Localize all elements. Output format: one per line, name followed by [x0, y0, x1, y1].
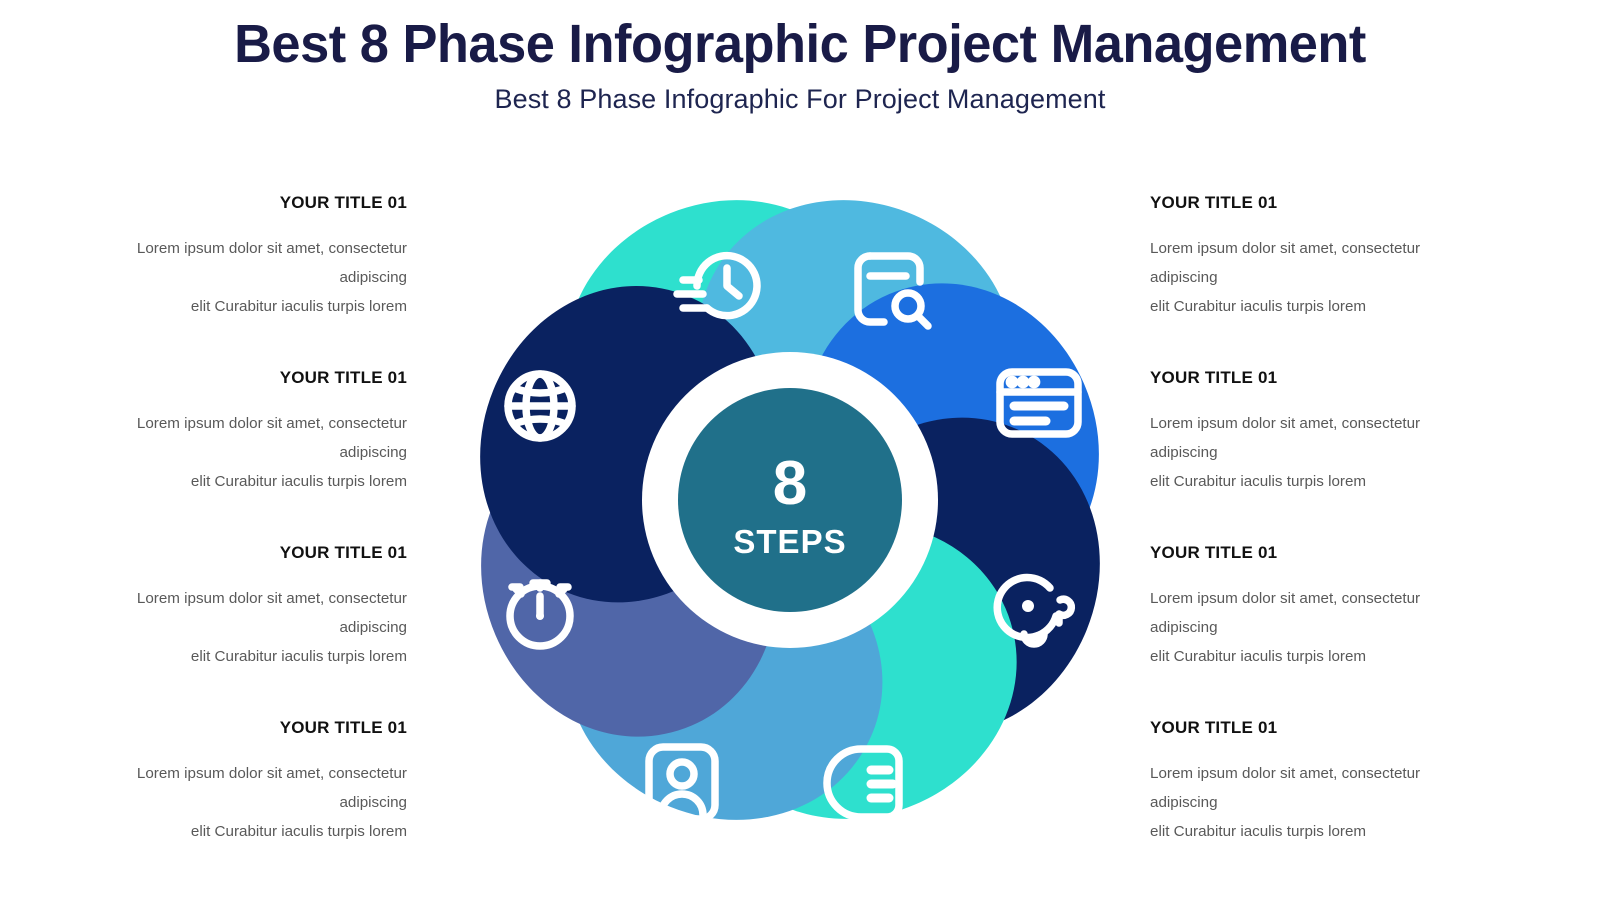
headset-support-icon — [993, 573, 1076, 648]
text-block-left-4[interactable]: YOUR TITLE 01 Lorem ipsum dolor sit amet… — [77, 718, 407, 847]
block-title: YOUR TITLE 01 — [279, 368, 407, 387]
block-title: YOUR TITLE 01 — [1150, 193, 1278, 212]
desc-line-2: elit Curabitur iaculis turpis lorem — [1150, 647, 1367, 665]
block-description: Lorem ipsum dolor sit amet, consectetur … — [1150, 410, 1480, 497]
block-description: Lorem ipsum dolor sit amet, consectetur … — [77, 235, 407, 322]
desc-line-2: elit Curabitur iaculis turpis lorem — [190, 822, 407, 840]
desc-line-2: elit Curabitur iaculis turpis lorem — [1150, 297, 1367, 315]
desc-line-2: elit Curabitur iaculis turpis lorem — [1150, 472, 1367, 490]
stopwatch-icon — [506, 579, 574, 650]
document-search-icon — [854, 252, 932, 330]
desc-line-1: Lorem ipsum dolor sit amet, consectetur … — [1150, 415, 1421, 461]
block-description: Lorem ipsum dolor sit amet, consectetur … — [1150, 235, 1480, 322]
block-title: YOUR TITLE 01 — [1150, 368, 1278, 387]
text-block-left-1[interactable]: YOUR TITLE 01 Lorem ipsum dolor sit amet… — [77, 193, 407, 322]
desc-line-1: Lorem ipsum dolor sit amet, consectetur … — [136, 240, 407, 286]
block-description: Lorem ipsum dolor sit amet, consectetur … — [77, 760, 407, 847]
globe-icon — [504, 370, 576, 442]
text-block-right-4[interactable]: YOUR TITLE 01 Lorem ipsum dolor sit amet… — [1150, 718, 1480, 847]
text-block-right-1[interactable]: YOUR TITLE 01 Lorem ipsum dolor sit amet… — [1150, 193, 1480, 322]
petal-diagram: 8 STEPS — [440, 160, 1140, 860]
block-description: Lorem ipsum dolor sit amet, consectetur … — [77, 585, 407, 672]
clock-speed-icon — [673, 251, 761, 320]
center-label: STEPS — [733, 523, 846, 560]
text-block-right-2[interactable]: YOUR TITLE 01 Lorem ipsum dolor sit amet… — [1150, 368, 1480, 497]
block-title: YOUR TITLE 01 — [1150, 718, 1278, 737]
desc-line-1: Lorem ipsum dolor sit amet, consectetur … — [1150, 240, 1421, 286]
desc-line-2: elit Curabitur iaculis turpis lorem — [1150, 822, 1367, 840]
id-card-user-icon — [645, 743, 719, 823]
desc-line-1: Lorem ipsum dolor sit amet, consectetur … — [136, 765, 407, 811]
block-description: Lorem ipsum dolor sit amet, consectetur … — [1150, 760, 1480, 847]
desc-line-1: Lorem ipsum dolor sit amet, consectetur … — [1150, 765, 1421, 811]
desc-line-2: elit Curabitur iaculis turpis lorem — [190, 297, 407, 315]
text-block-left-2[interactable]: YOUR TITLE 01 Lorem ipsum dolor sit amet… — [77, 368, 407, 497]
block-title: YOUR TITLE 01 — [279, 193, 407, 212]
desc-line-2: elit Curabitur iaculis turpis lorem — [190, 647, 407, 665]
text-block-right-3[interactable]: YOUR TITLE 01 Lorem ipsum dolor sit amet… — [1150, 543, 1480, 672]
page-subtitle: Best 8 Phase Infographic For Project Man… — [494, 84, 1106, 115]
center-disc[interactable] — [678, 388, 902, 612]
desc-line-2: elit Curabitur iaculis turpis lorem — [190, 472, 407, 490]
block-description: Lorem ipsum dolor sit amet, consectetur … — [1150, 585, 1480, 672]
block-title: YOUR TITLE 01 — [279, 543, 407, 562]
browser-window-icon — [996, 368, 1082, 438]
desc-line-1: Lorem ipsum dolor sit amet, consectetur … — [136, 415, 407, 461]
desc-line-1: Lorem ipsum dolor sit amet, consectetur … — [1150, 590, 1421, 636]
block-description: Lorem ipsum dolor sit amet, consectetur … — [77, 410, 407, 497]
document-text-icon — [823, 745, 903, 821]
page-title: Best 8 Phase Infographic Project Managem… — [234, 14, 1366, 74]
desc-line-1: Lorem ipsum dolor sit amet, consectetur … — [136, 590, 407, 636]
block-title: YOUR TITLE 01 — [1150, 543, 1278, 562]
block-title: YOUR TITLE 01 — [279, 718, 407, 737]
page-header: Best 8 Phase Infographic Project Managem… — [0, 0, 1600, 115]
center-number: 8 — [773, 449, 807, 518]
text-block-left-3[interactable]: YOUR TITLE 01 Lorem ipsum dolor sit amet… — [77, 543, 407, 672]
